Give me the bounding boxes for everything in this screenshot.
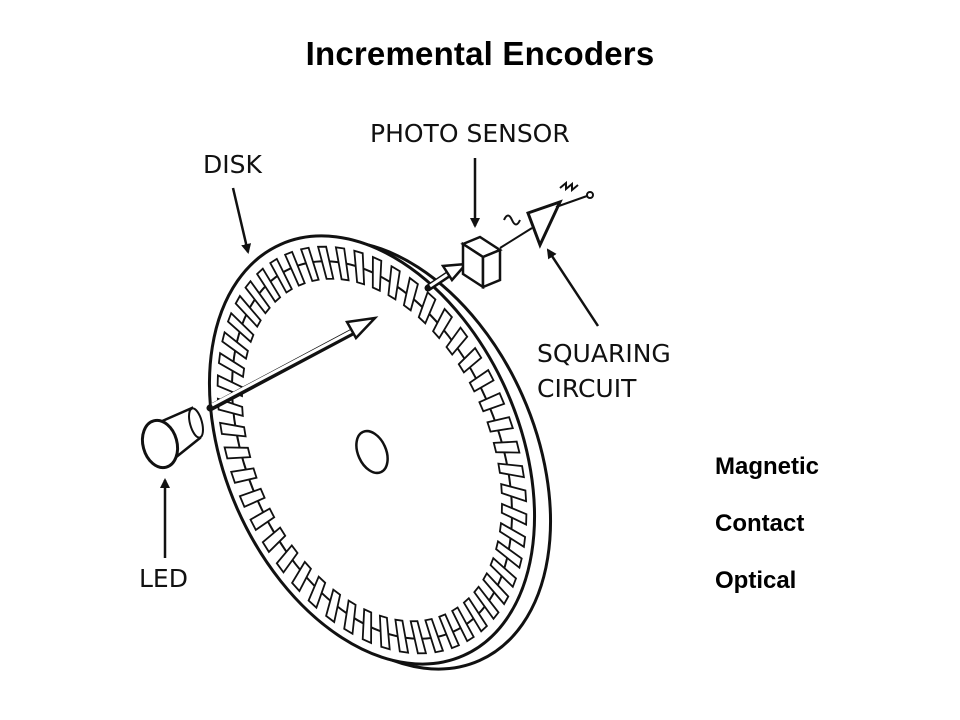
disk-slot [343, 599, 357, 636]
disk-slot [244, 279, 271, 315]
disk-slot [445, 326, 469, 357]
encoder-type-magnetic: Magnetic [715, 453, 820, 480]
disk-slot [234, 294, 262, 329]
disk-slot [275, 543, 299, 574]
disk-label: DISK [203, 150, 262, 179]
disk-slot [492, 440, 521, 454]
disk-slot [438, 613, 461, 650]
disk-slot [500, 502, 528, 527]
encoder-type-optical: Optical [715, 567, 797, 594]
encoder-type-contact: Contact [715, 510, 805, 537]
sensor-input-arrow [424, 262, 469, 292]
squaring-circuit-amplifier-icon [526, 180, 594, 249]
disk-slot [290, 560, 312, 593]
disk-slot [486, 416, 514, 433]
disk-slot [489, 556, 518, 589]
disk-slot [269, 257, 293, 294]
disk-slot [495, 539, 523, 570]
led-icon [140, 406, 204, 470]
photo-sensor-icon [460, 235, 503, 290]
disk-slot [261, 526, 287, 554]
disk-slot [498, 521, 527, 549]
disk-slot [325, 588, 342, 624]
light-beam-arrow [206, 316, 379, 412]
disk-slot [353, 249, 366, 286]
disk-slot [457, 346, 483, 374]
disk-slot [334, 246, 350, 282]
squaring-circuit-label-line1: SQUARING [537, 339, 671, 368]
disk-slot [283, 250, 306, 287]
disk-slot [221, 330, 249, 361]
disk-slot [361, 607, 373, 645]
disk-slot [497, 462, 525, 479]
disk-slot [468, 368, 495, 393]
disk-slot [478, 392, 506, 413]
disk-slot [500, 482, 528, 503]
disk-slot [219, 421, 247, 438]
slide-title: Incremental Encoders [305, 35, 655, 72]
disk-slot [316, 245, 335, 280]
disk-slot [482, 571, 510, 606]
disk-slot [217, 351, 246, 379]
disk-slot [378, 614, 391, 651]
disk-slot [432, 307, 454, 340]
disk-slot [371, 255, 383, 293]
disk-slot [307, 575, 327, 610]
disk-slot [451, 606, 475, 643]
disk-slot [409, 620, 428, 655]
disk-icon [207, 234, 553, 671]
label-pointer-arrows [160, 158, 600, 558]
disk-slot [255, 267, 282, 304]
led-label: LED [139, 564, 188, 593]
squaring-circuit-label-line2: CIRCUIT [537, 374, 637, 403]
signal-waveform-icon [499, 214, 533, 249]
disk-slot [230, 467, 258, 484]
disk-slot [424, 617, 445, 654]
disk-slot [402, 276, 419, 312]
disk-slots [216, 245, 528, 655]
disk-slot [473, 585, 500, 621]
disk-slot [387, 264, 401, 301]
photo-sensor-label: PHOTO SENSOR [370, 119, 570, 148]
disk-slot [238, 487, 266, 508]
disk-slot [417, 290, 437, 325]
disk-slot [299, 246, 320, 283]
disk-slot [462, 596, 489, 633]
disk-slot [226, 311, 255, 344]
disk-slot [223, 446, 252, 460]
disk-slot [249, 507, 276, 532]
encoder-types-list: Magnetic Contact Optical [715, 447, 819, 618]
disk-slot [394, 618, 410, 654]
